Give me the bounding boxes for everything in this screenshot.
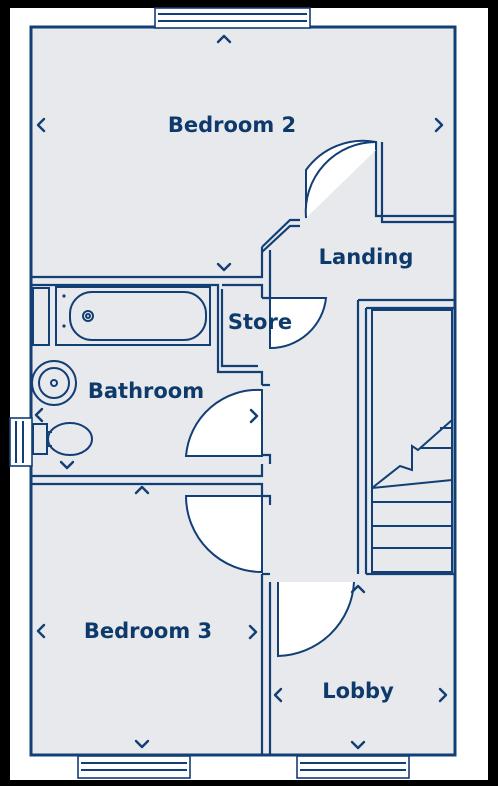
window-left — [9, 417, 33, 467]
chevron-right-icon — [249, 408, 259, 424]
chevron-up-icon — [134, 485, 150, 495]
chevron-down-icon — [59, 460, 75, 470]
chevron-left-icon — [36, 623, 46, 639]
door-bedroom3 — [184, 495, 263, 574]
chevron-right-icon — [248, 624, 258, 640]
basin-icon — [31, 360, 77, 406]
chevron-down-icon — [350, 740, 366, 750]
room-label-bedroom-2: Bedroom 2 — [168, 113, 296, 137]
chevron-right-icon — [438, 687, 448, 703]
dimension-markers — [34, 34, 448, 750]
door-bathroom — [184, 388, 263, 457]
window-bottom-right — [296, 755, 410, 779]
staircase-icon — [371, 309, 453, 573]
chevron-right-icon — [434, 117, 444, 133]
chevron-left-icon — [34, 407, 44, 423]
toilet-icon — [32, 422, 93, 456]
chevron-up-icon — [350, 584, 366, 594]
chevron-left-icon — [36, 117, 46, 133]
window-bottom-left — [77, 755, 191, 779]
room-label-landing: Landing — [319, 245, 414, 269]
bath-icon — [31, 286, 211, 346]
room-label-bedroom-3: Bedroom 3 — [84, 619, 212, 643]
interior-walls — [32, 142, 454, 754]
window-top — [154, 7, 311, 29]
chevron-left-icon — [273, 687, 283, 703]
room-label-store: Store — [228, 310, 292, 334]
room-label-bathroom: Bathroom — [88, 379, 204, 403]
door-lobby — [277, 581, 355, 658]
chevron-up-icon — [216, 34, 232, 44]
chevron-down-icon — [216, 262, 232, 272]
door-store — [269, 297, 328, 350]
chevron-down-icon — [134, 739, 150, 749]
door-bedroom2 — [304, 139, 377, 219]
room-label-lobby: Lobby — [322, 679, 394, 703]
